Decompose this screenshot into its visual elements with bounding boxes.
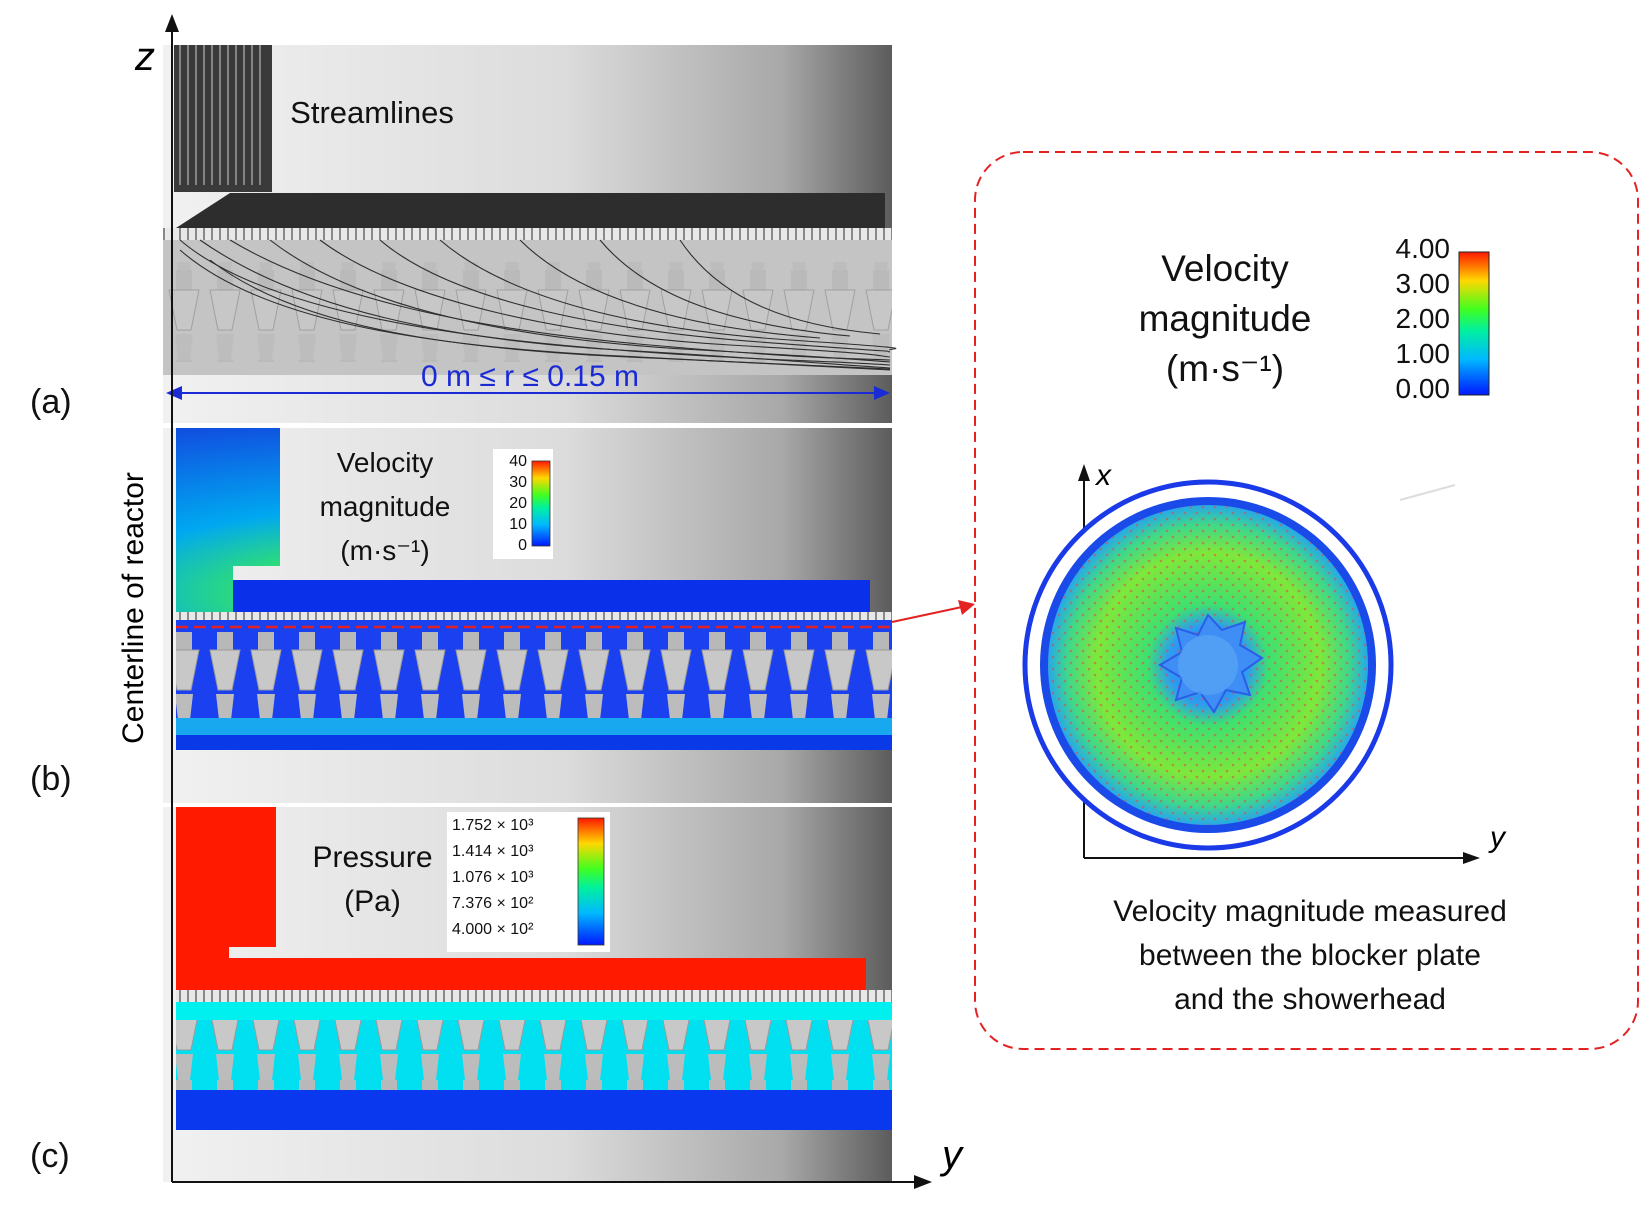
inset-caption: Velocity magnitude measured between the …: [1020, 890, 1600, 1022]
inset-caption-line2: between the blocker plate: [1139, 939, 1481, 972]
inset-y-axis: [1084, 852, 1480, 864]
inset-tick: 0.00: [1395, 373, 1451, 404]
velocity-tick: 10: [509, 516, 527, 533]
velocity-title-line3: (m·s⁻¹): [340, 535, 430, 566]
inset-tick: 2.00: [1395, 303, 1451, 334]
velocity-tick: 0: [518, 537, 527, 554]
inset-tick: 1.00: [1395, 338, 1451, 369]
panel-b-velocity-field: [176, 428, 892, 750]
pressure-tick: 1.414 × 10³: [452, 843, 534, 860]
velocity-tick: 20: [509, 495, 527, 512]
pressure-tick: 1.752 × 10³: [452, 817, 534, 834]
pressure-colorbar-ticks: 1.752 × 10³ 1.414 × 10³ 1.076 × 10³ 7.37…: [452, 817, 572, 939]
radius-range-label: 0 m ≤ r ≤ 0.15 m: [421, 360, 639, 393]
pressure-tick: 7.376 × 10²: [452, 895, 534, 912]
inset-tick: 3.00: [1395, 268, 1451, 299]
velocity-tick: 40: [509, 453, 527, 470]
pressure-title-line1: Pressure: [312, 841, 433, 874]
radius-range-arrow: [166, 386, 890, 400]
velocity-title-line2: magnitude: [319, 491, 451, 522]
inset-title: Velocity magnitude (m·s⁻¹): [1110, 244, 1340, 394]
inset-title-line2: magnitude: [1138, 298, 1312, 339]
velocity-title-line1: Velocity: [336, 447, 434, 478]
inset-tick: 4.00: [1395, 233, 1451, 264]
panel-a-letter: (a): [30, 383, 72, 421]
panel-b-letter: (b): [30, 760, 72, 798]
inset-colorbar-ticks: 4.00 3.00 2.00 1.00 0.00: [1370, 233, 1451, 404]
panel-c-pressure-field: [176, 807, 892, 1130]
pressure-title: Pressure (Pa): [290, 836, 455, 924]
y-axis-label: y: [939, 1133, 965, 1177]
streamlines-title: Streamlines: [290, 95, 454, 130]
pressure-title-line2: (Pa): [344, 885, 401, 918]
inset-y-axis-label: y: [1488, 821, 1507, 854]
panel-c-letter: (c): [30, 1137, 70, 1175]
main-z-axis: [165, 14, 179, 1182]
inset-colorbar: [1458, 251, 1490, 396]
pressure-tick: 4.000 × 10²: [452, 921, 534, 938]
inset-x-axis-label: x: [1094, 459, 1112, 492]
pressure-colorbar: [577, 817, 605, 946]
z-axis-label: z: [134, 35, 155, 79]
velocity-title: Velocity magnitude (m·s⁻¹): [285, 441, 485, 573]
centerline-label: Centerline of reactor: [117, 472, 150, 744]
panel-a-streamlines: [163, 45, 897, 375]
inset-title-line1: Velocity: [1161, 248, 1289, 289]
inset-caption-line3: and the showerhead: [1174, 983, 1446, 1016]
velocity-tick: 30: [509, 474, 527, 491]
inset-title-line3: (m·s⁻¹): [1165, 348, 1285, 389]
main-y-axis: [172, 1175, 932, 1189]
velocity-colorbar-ticks: 40 30 20 10 0: [495, 453, 527, 555]
measurement-callout-arrow: [891, 600, 975, 623]
inset-caption-line1: Velocity magnitude measured: [1113, 895, 1507, 928]
pressure-tick: 1.076 × 10³: [452, 869, 534, 886]
showerhead-velocity-disc: [1022, 479, 1456, 851]
velocity-colorbar: [531, 460, 551, 547]
